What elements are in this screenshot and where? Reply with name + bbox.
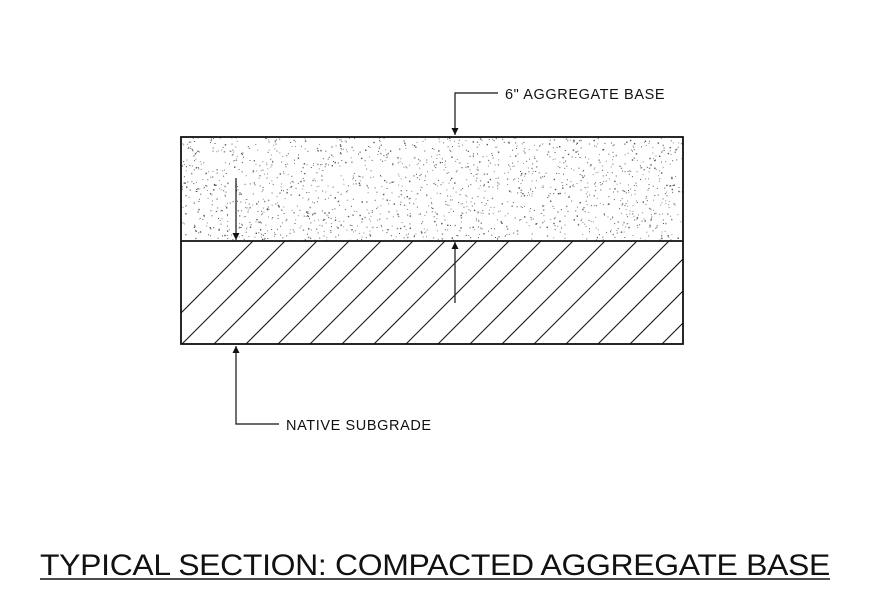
drawing-title: TYPICAL SECTION: COMPACTED AGGREGATE BAS… [40,549,830,582]
aggregate-base-label: 6" AGGREGATE BASE [505,87,665,103]
stipple-fill [181,137,683,241]
native-subgrade-leader [232,346,279,425]
aggregate-base-layer [181,137,683,241]
aggregate-base-leader [451,92,498,135]
hatch-fill [181,241,683,344]
native-subgrade-label: NATIVE SUBGRADE [286,418,432,434]
native-subgrade-layer [181,241,683,344]
